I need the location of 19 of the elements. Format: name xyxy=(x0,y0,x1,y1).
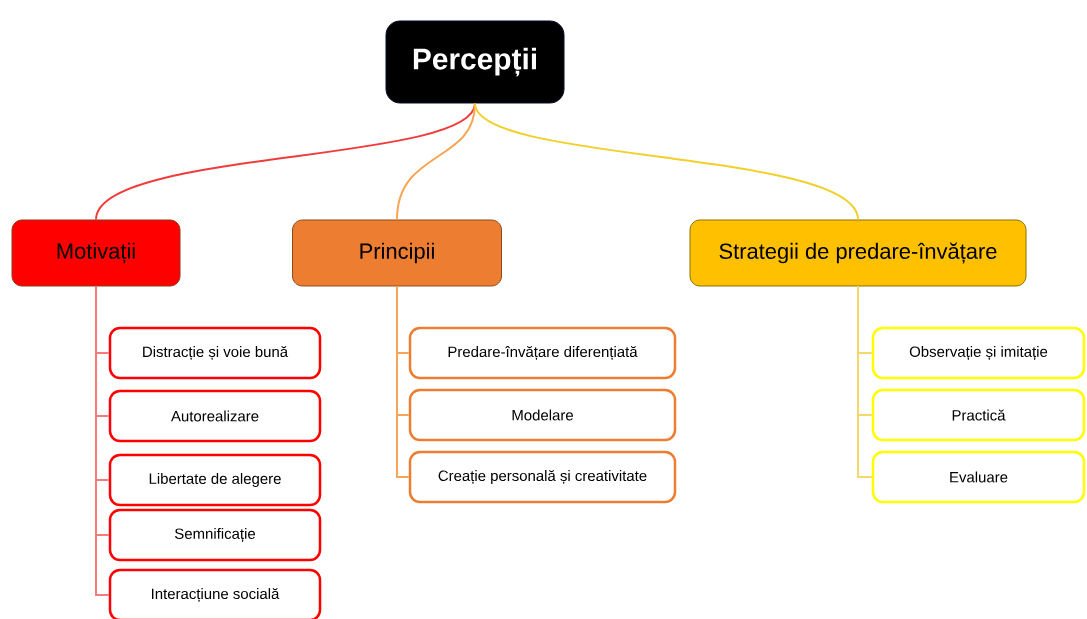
item-box: Observație și imitație xyxy=(871,326,1086,380)
topic-box: Principii xyxy=(292,219,502,287)
connector-line xyxy=(396,285,410,478)
item-box: Interacțiune socială xyxy=(108,568,322,619)
topic-box: Motivații xyxy=(11,219,181,287)
connector-line xyxy=(95,285,110,596)
item-box: Modelare xyxy=(408,388,677,442)
item-box: Libertate de alegere xyxy=(108,453,322,507)
connector-line xyxy=(857,285,873,478)
item-box: Predare-învățare diferențiată xyxy=(408,326,677,380)
item-box: Autorealizare xyxy=(108,389,322,443)
item-box: Evaluare xyxy=(871,450,1086,504)
item-box: Semnificație xyxy=(108,508,322,562)
item-box: Distracție și voie bună xyxy=(108,326,322,380)
item-box: Creație personală și creativitate xyxy=(408,450,677,504)
connector-line xyxy=(474,102,859,221)
topic-box: Strategii de predare-învățare xyxy=(689,219,1027,287)
root-box: Percepții xyxy=(385,20,565,104)
item-box: Practică xyxy=(871,388,1086,442)
